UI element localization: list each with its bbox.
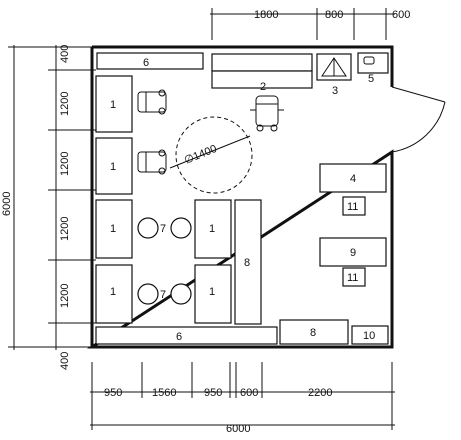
left-dim-5: 1200 — [59, 284, 71, 308]
left-dim-6: 400 — [59, 352, 71, 370]
turning-circle-label: ∅1400 — [183, 143, 219, 167]
bottom-dim-4: 600 — [240, 387, 258, 399]
table-b2-label: 1 — [209, 223, 215, 235]
table-b1 — [95, 199, 133, 259]
left-dim-1: 400 — [59, 45, 71, 63]
sink-icon — [363, 56, 375, 65]
bottom-dim-3: 950 — [204, 387, 222, 399]
chair-left-1-icon — [137, 89, 167, 115]
bottom-dim-1: 950 — [104, 387, 122, 399]
top-dim-1: 1800 — [254, 9, 278, 21]
hood-label: 3 — [332, 85, 338, 97]
left-dim-3: 1200 — [59, 152, 71, 176]
bin-11b-label: 11 — [347, 272, 358, 284]
desk-9 — [319, 237, 387, 267]
hood-icon — [321, 57, 347, 77]
desk-4 — [319, 163, 387, 193]
table-c1 — [95, 264, 133, 324]
bottom-dim-2: 1560 — [152, 387, 176, 399]
item-10 — [351, 325, 389, 345]
chair-top-label: 2 — [260, 81, 266, 93]
cabinet-8 — [234, 199, 262, 325]
left-dimension-chain: 400 1200 1200 1200 1200 400 6000 — [1, 45, 96, 370]
top-counter-lower — [211, 70, 313, 89]
table-b2 — [194, 199, 232, 259]
table-c2-label: 1 — [209, 286, 215, 298]
top-bench-label: 6 — [143, 57, 149, 69]
table-a1-label: 1 — [110, 99, 116, 111]
left-dim-4: 1200 — [59, 217, 71, 241]
sink-unit — [357, 52, 389, 74]
turning-circle-diameter — [169, 135, 251, 169]
sink-label: 5 — [368, 73, 374, 85]
chair-left-2-icon — [137, 149, 167, 175]
cabinet-8-label: 8 — [244, 257, 250, 269]
top-counter — [211, 53, 313, 72]
table-a2-label: 1 — [110, 161, 116, 173]
cabinet-8b-label: 8 — [310, 327, 316, 339]
top-dim-2: 800 — [325, 9, 343, 21]
bottom-dimension-chain: 950 1560 950 600 2200 6000 — [90, 362, 395, 435]
bottom-bench — [95, 326, 278, 345]
door-leaf — [391, 86, 446, 103]
desk-4-label: 4 — [350, 173, 356, 185]
top-bench — [96, 52, 204, 70]
bin-11a-label: 11 — [347, 201, 358, 213]
desk-9-label: 9 — [350, 247, 356, 259]
left-total-dim: 6000 — [1, 192, 13, 216]
table-a2 — [95, 137, 133, 195]
stool-2a — [137, 283, 159, 305]
bottom-total-dim: 6000 — [226, 423, 250, 435]
stool-2b — [170, 283, 192, 305]
top-dim-3: 600 — [392, 9, 410, 21]
table-c2 — [194, 264, 232, 324]
table-b1-label: 1 — [110, 223, 116, 235]
bottom-bench-label: 6 — [176, 331, 182, 343]
door-swing — [391, 101, 446, 153]
chair-top-icon — [250, 95, 284, 132]
table-a1 — [95, 75, 133, 133]
top-dimension-chain: 1800 800 600 — [210, 8, 410, 40]
item-10-label: 10 — [363, 330, 375, 342]
stool-1a — [137, 217, 159, 239]
bin-11a — [342, 196, 366, 216]
turning-circle — [175, 116, 253, 194]
stool-2-label: 7 — [160, 289, 166, 301]
bin-11b — [342, 267, 366, 287]
table-c1-label: 1 — [110, 286, 116, 298]
left-dim-2: 1200 — [59, 92, 71, 116]
cabinet-8b — [279, 319, 349, 345]
bottom-dim-5: 2200 — [308, 387, 332, 399]
stool-1b — [170, 217, 192, 239]
stool-1-label: 7 — [160, 223, 166, 235]
